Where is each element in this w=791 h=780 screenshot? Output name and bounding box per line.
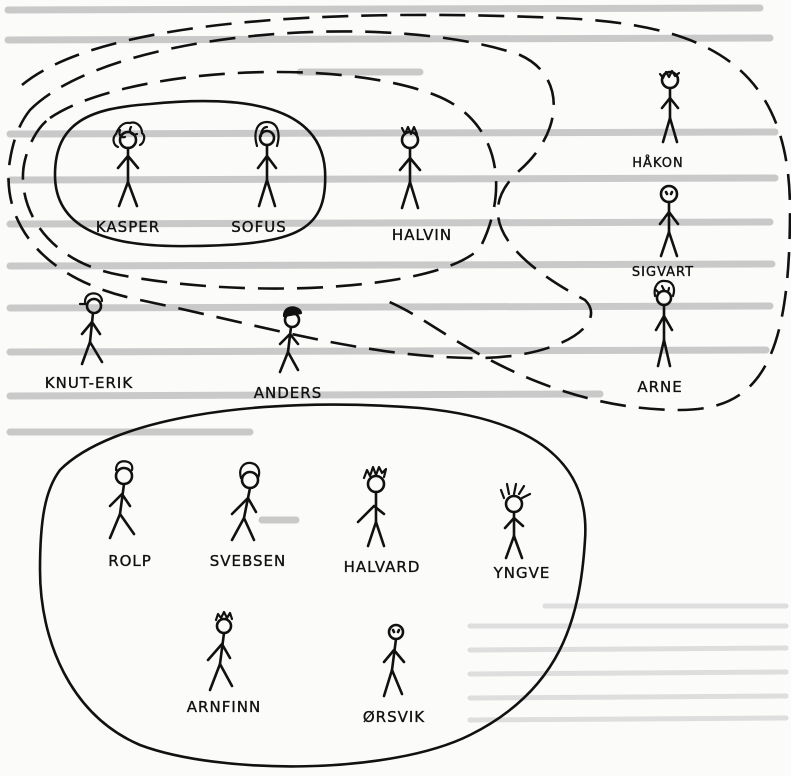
name-label: YNGVE [493,564,551,582]
name-label: KNUT-ERIK [45,374,134,392]
stick-figure-icon [108,460,136,540]
bottom-group-boundary [38,403,587,768]
person-svebsen: SVEBSEN [210,461,287,570]
name-label: KASPER [96,218,160,236]
person-halvard: HALVARD [343,465,421,576]
stick-figure-icon [382,623,406,698]
name-label: SIGVART [632,265,694,280]
person-yngve: YNGVE [492,482,551,582]
person-knut-erik: KNUT-ERIK [45,292,134,392]
stick-figure-icon [206,610,234,692]
person-orsvik: ØRSVIK [363,623,425,726]
person-arnfinn: ARNFINN [187,610,261,716]
inner-circle-boundary [53,99,327,248]
stick-figure-icon [398,125,422,210]
name-label: HALVIN [392,226,452,244]
person-arne: ARNE [637,279,682,396]
stick-figure-icon [112,121,146,208]
person-rolp: ROLP [108,460,152,570]
middle-circle-boundary [21,70,498,290]
name-label: HALVARD [344,558,421,576]
stick-figure-icon [658,69,681,144]
bleed-through-footnote [467,603,789,723]
bleed-through-text [4,4,779,524]
person-kasper: KASPER [96,121,160,236]
name-label: ARNE [637,378,682,396]
stick-figure-icon [499,482,532,560]
name-label: ANDERS [254,384,322,402]
person-anders: ANDERS [254,306,322,402]
stick-figure-icon [278,306,303,374]
person-halvin: HALVIN [392,125,452,244]
name-label: ARNFINN [187,698,261,716]
outer-circle-boundary [7,30,593,360]
stick-figure-icon [78,292,104,366]
stick-figure-icon [254,120,280,208]
stick-figure-icon [658,184,680,258]
stick-figure-icon [653,279,676,368]
person-sigvart: SIGVART [632,184,694,280]
name-label: HÅKON [632,155,683,171]
name-label: SOFUS [231,218,286,236]
name-label: SVEBSEN [210,552,287,570]
name-label: ROLP [108,552,152,570]
name-label: ØRSVIK [363,708,425,726]
person-hakon: HÅKON [632,69,683,171]
stick-figure-icon [356,465,388,548]
right-group-boundary [21,13,791,412]
stick-figure-icon [230,461,261,542]
person-sofus: SOFUS [231,120,286,236]
